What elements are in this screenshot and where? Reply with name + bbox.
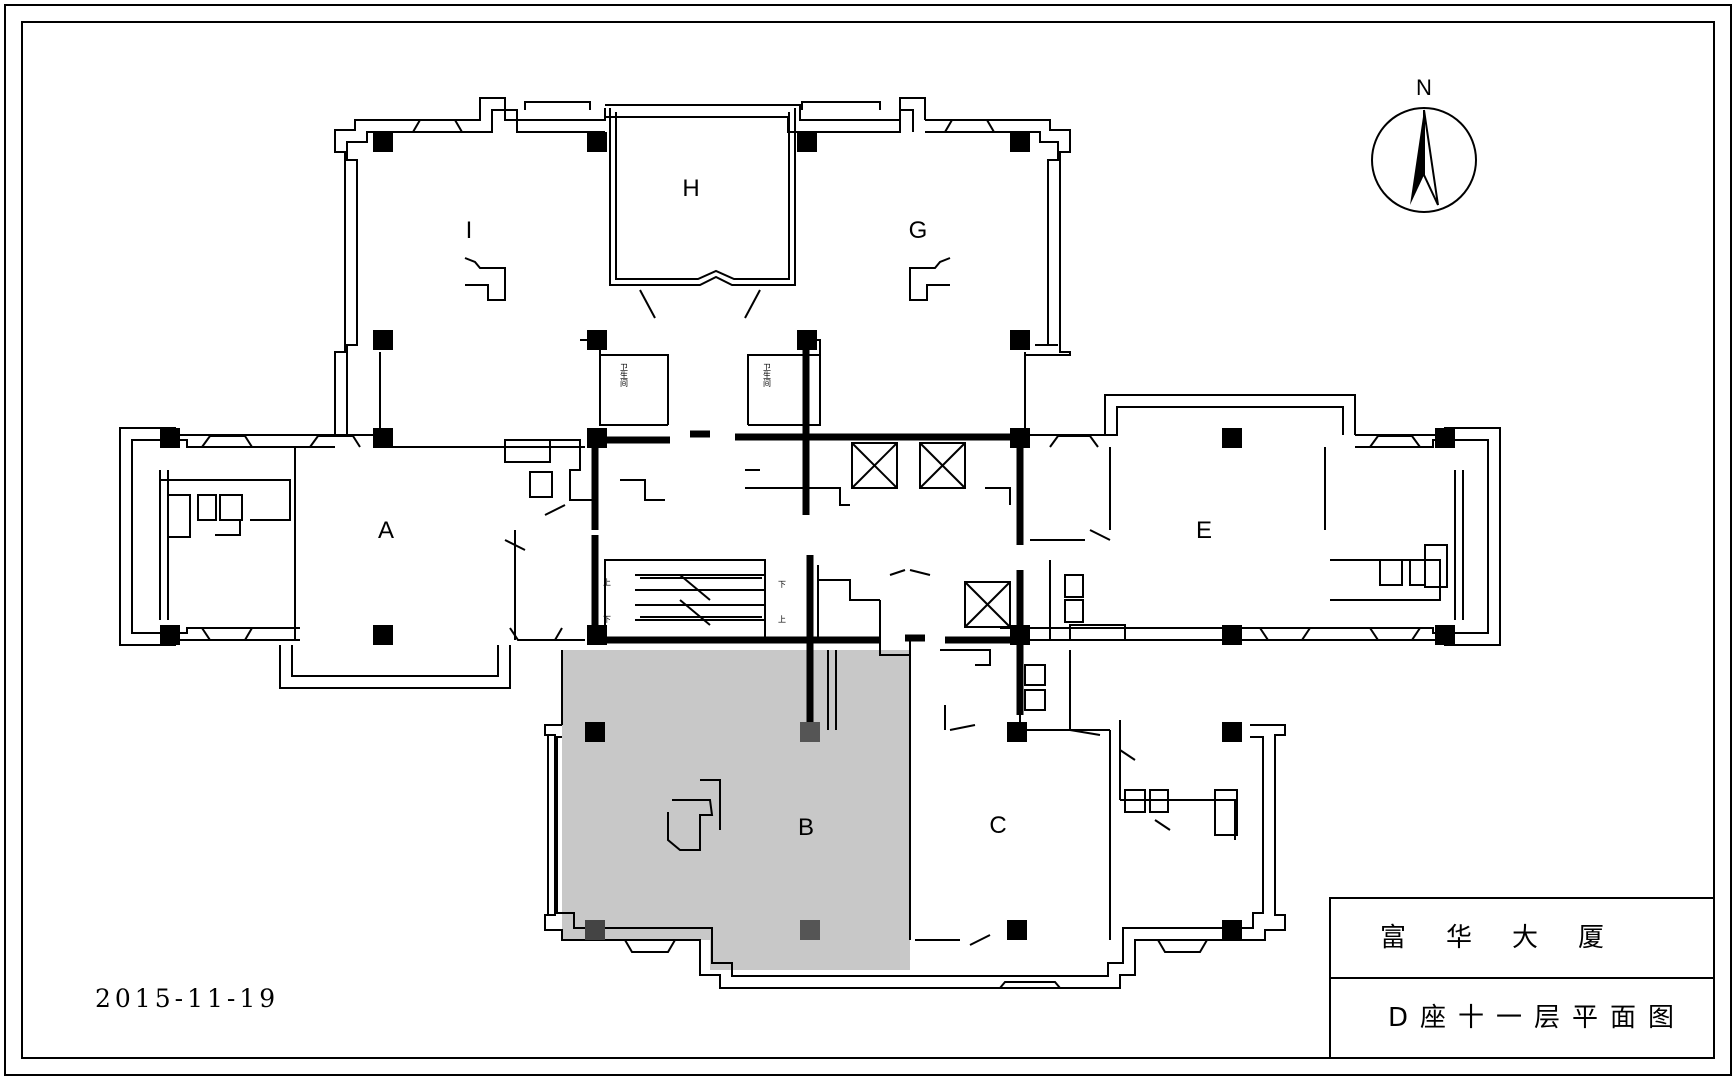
unit-label-a: A <box>378 517 394 544</box>
drawing-name: D座十一层平面图 <box>1388 1003 1686 1033</box>
unit-label-c: C <box>989 812 1006 839</box>
unit-label-b: B <box>798 814 814 841</box>
unit-label-i: I <box>466 217 473 244</box>
restroom-label-left: 卫生间 <box>620 363 629 388</box>
unit-label-e: E <box>1196 517 1212 544</box>
north-label: N <box>1416 75 1432 100</box>
stair-down-right: 下 <box>778 580 786 589</box>
stair-down-left: 下 <box>603 615 611 624</box>
drawing-date: 2015-11-19 <box>95 984 279 1013</box>
north-arrow-icon: N <box>1371 75 1477 213</box>
structural-lines <box>591 330 1025 735</box>
stair-up-right: 上 <box>778 615 786 624</box>
inner-frame <box>21 21 1715 1059</box>
building-name: 富华大厦 <box>1380 923 1644 953</box>
unit-label-g: G <box>909 217 928 244</box>
unit-b-highlight <box>562 650 910 970</box>
walls <box>119 97 1501 989</box>
outer-frame <box>4 4 1732 1076</box>
columns <box>160 132 1455 940</box>
unit-label-h: H <box>682 175 699 202</box>
restroom-label-right: 卫生间 <box>763 363 772 388</box>
stair-up-left: 上 <box>603 578 611 587</box>
title-block: 富华大厦 D座十一层平面图 <box>1329 897 1715 1059</box>
